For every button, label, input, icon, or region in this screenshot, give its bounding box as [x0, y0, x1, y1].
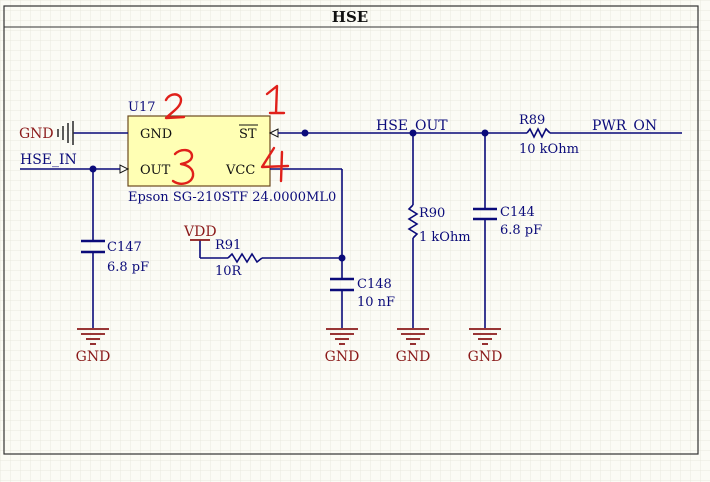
pin-vcc-label: VCC [225, 163, 255, 178]
c148-value: 10 nF [357, 295, 395, 310]
annotation-2 [164, 93, 186, 120]
c148-ref: C148 [357, 277, 392, 292]
gnd-label-c144: GND [468, 349, 503, 365]
junction-r90 [409, 129, 417, 137]
resistor-r89[interactable]: R89 10 kOhm [519, 113, 579, 157]
r89-ref: R89 [519, 113, 545, 128]
gnd-symbol-c144[interactable]: GND [468, 328, 503, 365]
r91-ref: R91 [215, 238, 241, 253]
resistor-r91[interactable]: R91 10R [215, 238, 263, 279]
r90-ref: R90 [419, 206, 445, 221]
junction-hse-in [89, 165, 97, 173]
junction-r91 [338, 254, 346, 262]
resistor-r90[interactable]: R90 1 kOhm [407, 204, 471, 245]
gnd-label-c148: GND [325, 349, 360, 365]
pin-gnd-label: GND [140, 127, 172, 142]
net-label-pwr-on[interactable]: PWR_ON [592, 118, 657, 134]
annotation-3 [171, 148, 195, 185]
ic-designator: U17 [128, 100, 156, 115]
gnd-left-label: GND [19, 126, 54, 142]
vdd-label: VDD [183, 224, 217, 240]
r89-value: 10 kOhm [519, 142, 579, 157]
net-label-hse-in[interactable]: HSE_IN [20, 152, 77, 168]
ic-u17[interactable]: U17 GND OUT ST VCC Epson SG-210STF 24.00… [119, 100, 336, 205]
r90-value: 1 kOhm [419, 230, 471, 245]
gnd-label-r90: GND [396, 349, 431, 365]
capacitor-c144[interactable]: C144 6.8 pF [473, 205, 542, 238]
gnd-label-c147: GND [76, 349, 111, 365]
pin-out-label: OUT [140, 163, 171, 178]
net-label-hse-out[interactable]: HSE_OUT [376, 118, 448, 134]
sheet-title: HSE [332, 8, 368, 26]
junctions [89, 129, 489, 262]
r91-value: 10R [215, 264, 243, 279]
sheet-frame [3, 5, 699, 455]
capacitor-c147[interactable]: C147 6.8 pF [81, 239, 149, 275]
gnd-symbol-c147[interactable]: GND [76, 328, 111, 365]
junction-st [301, 129, 309, 137]
c144-value: 6.8 pF [500, 223, 542, 238]
annotation-4 [260, 146, 290, 183]
c147-ref: C147 [107, 240, 142, 255]
c147-value: 6.8 pF [107, 260, 149, 275]
gnd-left-symbol[interactable]: GND [19, 121, 74, 145]
annotation-1 [265, 84, 286, 115]
vdd-symbol[interactable]: VDD [183, 224, 217, 241]
ic-body [127, 115, 271, 187]
ic-part-number: Epson SG-210STF 24.0000ML0 [128, 190, 336, 205]
gnd-symbol-c148[interactable]: GND [325, 328, 360, 365]
junction-c144 [481, 129, 489, 137]
c144-ref: C144 [500, 205, 535, 220]
gnd-symbol-r90[interactable]: GND [396, 328, 431, 365]
capacitor-c148[interactable]: C148 10 nF [330, 277, 395, 310]
pin-st-label: ST [239, 127, 257, 142]
